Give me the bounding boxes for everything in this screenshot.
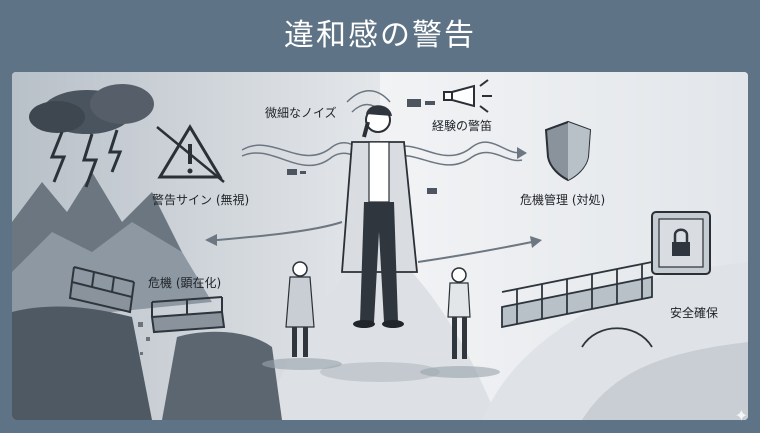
diagram-title: 違和感の警告 xyxy=(284,18,476,53)
right-cliff xyxy=(162,331,282,420)
broken-bridge xyxy=(68,266,226,355)
noise-glyphs xyxy=(287,99,437,194)
horn-icon xyxy=(443,79,492,113)
shield-icon xyxy=(544,120,592,182)
padlock-safe-icon xyxy=(651,211,711,275)
rocky-slope xyxy=(12,222,212,322)
wave-arrowhead xyxy=(517,147,527,159)
label-warning-signs: 警告サイン (無視) xyxy=(152,193,250,207)
label-crisis-manifest: 危機 (顕在化) xyxy=(148,276,222,290)
label-experience-alarm: 経験の警笛 xyxy=(432,119,493,133)
warning-triangle-icon xyxy=(156,124,225,183)
left-cliff xyxy=(12,306,152,420)
label-subtle-noise: 微細なノイズ xyxy=(265,106,337,120)
arrow-right-head xyxy=(530,236,542,248)
label-safety-secured: 安全確保 xyxy=(670,306,719,320)
illustration-canvas xyxy=(12,72,748,420)
intact-bridge xyxy=(501,261,653,348)
storm-cloud-icon xyxy=(29,84,154,188)
central-figure xyxy=(320,105,440,382)
label-crisis-management: 危機管理 (対処) xyxy=(520,193,606,207)
sparkle-icon: ✦ xyxy=(734,406,748,425)
arrow-left xyxy=(216,221,343,241)
right-walker xyxy=(420,267,500,378)
river xyxy=(582,342,748,420)
illustration-panel: 警告サイン (無視) 微細なノイズ 経験の警笛 危機管理 (対処) 危機 (顕在… xyxy=(12,72,748,420)
arrow-right xyxy=(417,241,533,263)
left-walker xyxy=(262,261,342,370)
arrow-left-head xyxy=(205,234,217,246)
